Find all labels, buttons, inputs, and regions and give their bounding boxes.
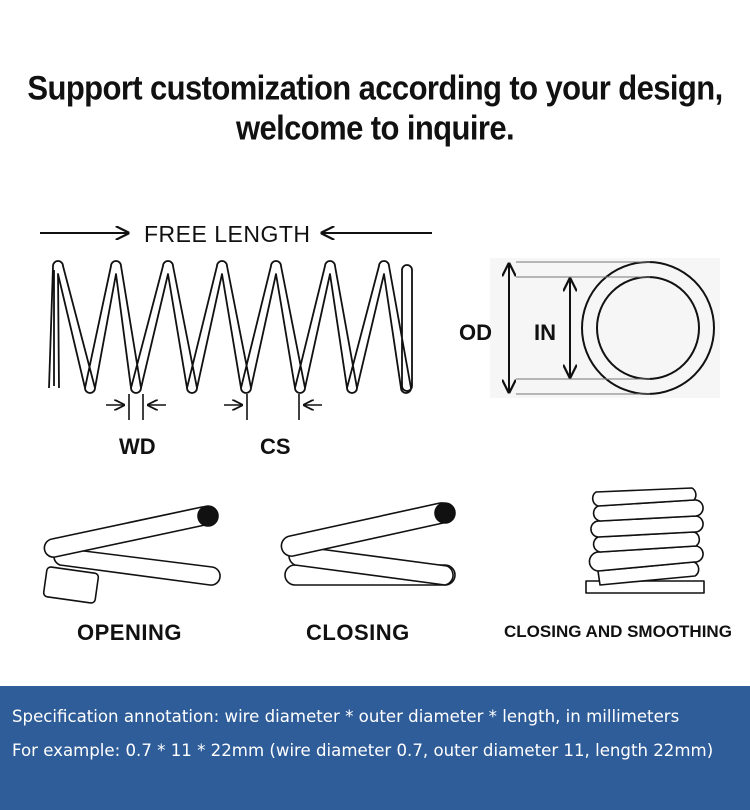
spring-end-view (490, 258, 720, 398)
free-length-label: FREE LENGTH (144, 221, 311, 247)
closing-end-illustration (280, 502, 456, 586)
headline-line-1: Support customization according to your … (27, 68, 723, 108)
spring-coil-path (48, 260, 413, 394)
opening-end-illustration (42, 505, 221, 604)
coil-spacing-label: CS (260, 434, 291, 459)
spring-side-view (48, 260, 413, 394)
specification-annotation-text: Specification annotation: wire diameter … (12, 707, 680, 726)
closing-smoothing-label: CLOSING AND SMOOTHING (504, 622, 732, 641)
specification-example-text: For example: 0.7 * 11 * 22mm (wire diame… (12, 741, 714, 760)
inner-diameter-label: IN (534, 320, 556, 345)
specification-band: Specification annotation: wire diameter … (0, 686, 750, 810)
wd-dimension-arrows (106, 394, 166, 420)
spring-diagram (40, 0, 720, 604)
closing-smoothing-end-illustration (585, 487, 705, 594)
closing-label: CLOSING (306, 620, 410, 645)
cs-dimension-arrows (224, 394, 322, 420)
opening-label: OPENING (77, 620, 182, 645)
headline-line-2: welcome to inquire. (236, 108, 515, 148)
wire-diameter-label: WD (119, 434, 156, 459)
outer-diameter-label: OD (459, 320, 492, 345)
